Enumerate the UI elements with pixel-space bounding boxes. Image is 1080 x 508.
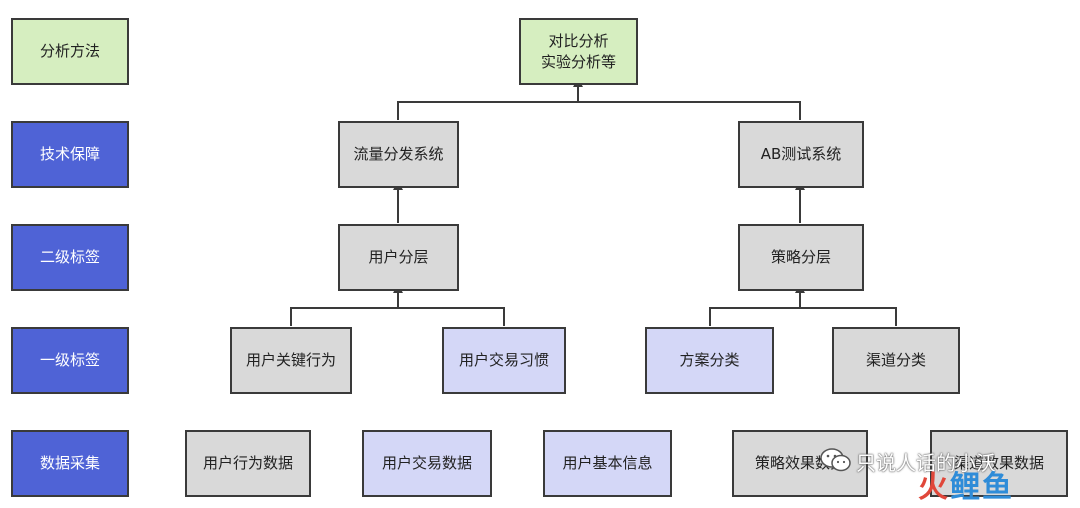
node-ab-test-system: AB测试系统 [738,121,864,188]
connector-traffic-to-analysis [397,101,801,120]
watermark-logo: 火鲤鱼 [918,462,1014,506]
category-tech-support: 技术保障 [11,121,129,188]
node-user-trade-habit: 用户交易习惯 [442,327,566,394]
node-plan-classification: 方案分类 [645,327,774,394]
watermark-logo-part2: 鲤 [950,470,982,505]
node-user-basic-info: 用户基本信息 [543,430,672,497]
node-strategy-layering: 策略分层 [738,224,864,291]
watermark-logo-part3: 鱼 [982,470,1014,505]
node-user-behavior-data: 用户行为数据 [185,430,311,497]
category-level1-tag: 一级标签 [11,327,129,394]
node-traffic-split-system: 流量分发系统 [338,121,459,188]
node-channel-effect-data: 渠道效果数据 [930,430,1068,497]
node-channel-classification: 渠道分类 [832,327,960,394]
watermark-logo-part1: 火 [918,470,950,505]
category-analysis-method: 分析方法 [11,18,129,85]
node-user-trade-data: 用户交易数据 [362,430,492,497]
category-data-collection: 数据采集 [11,430,129,497]
wechat-icon [820,448,851,472]
connector-level1-right [709,307,897,326]
category-level2-tag: 二级标签 [11,224,129,291]
node-strategy-effect-data: 策略效果数据 [732,430,868,497]
node-compare-analysis: 对比分析 实验分析等 [519,18,638,85]
connector-level1-left [290,307,505,326]
watermark-account-text: 只说人话的小沃 [856,451,996,475]
node-user-layering: 用户分层 [338,224,459,291]
node-user-key-behavior: 用户关键行为 [230,327,352,394]
